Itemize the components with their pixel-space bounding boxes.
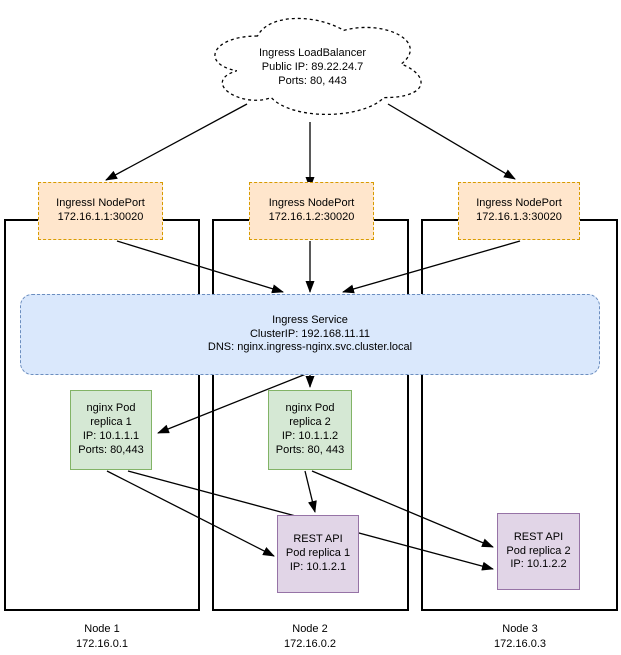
arrow-nodeport-1-to-service [116,240,284,294]
nodeport-box-2: Ingress NodePort 172.16.1.2:30020 [249,182,374,240]
arrow-nginx-pod-2-to-rest-pod-2 [311,470,494,548]
nodeport-box-1: IngressI NodePort 172.16.1.1:30020 [38,182,163,240]
loadbalancer-label: Ingress LoadBalancer Public IP: 89.22.24… [258,47,366,87]
nodeport-box-3: Ingress NodePort 172.16.1.3:30020 [458,182,580,240]
rest-api-pod-1: REST API Pod replica 1 IP: 10.1.2.1 [277,515,359,593]
arrow-cloud-to-nodeport-1 [105,103,248,181]
arrow-nginx-pod-1-to-rest-pod-1 [106,470,275,557]
arrow-nodeport-3-to-service [342,240,521,294]
node-label-2: Node 2 172.16.0.2 [284,623,336,650]
nginx-pod-1: nginx Pod replica 1 IP: 10.1.1.1 Ports: … [70,390,152,470]
arrow-service-to-nginx-pod-1 [157,373,307,434]
arrow-nginx-pod-2-to-rest-pod-1 [304,470,317,513]
nginx-pod-2: nginx Pod replica 2 IP: 10.1.1.2 Ports: … [268,390,352,470]
node-label-1: Node 1 172.16.0.1 [76,623,128,650]
node-label-3: Node 3 172.16.0.3 [494,623,546,650]
rest-api-pod-2: REST API Pod replica 2 IP: 10.1.2.2 [497,513,580,590]
cloud-shape [214,17,422,116]
ingress-service-box: Ingress Service ClusterIP: 192.168.11.11… [20,294,600,375]
arrow-cloud-to-nodeport-3 [387,103,516,180]
